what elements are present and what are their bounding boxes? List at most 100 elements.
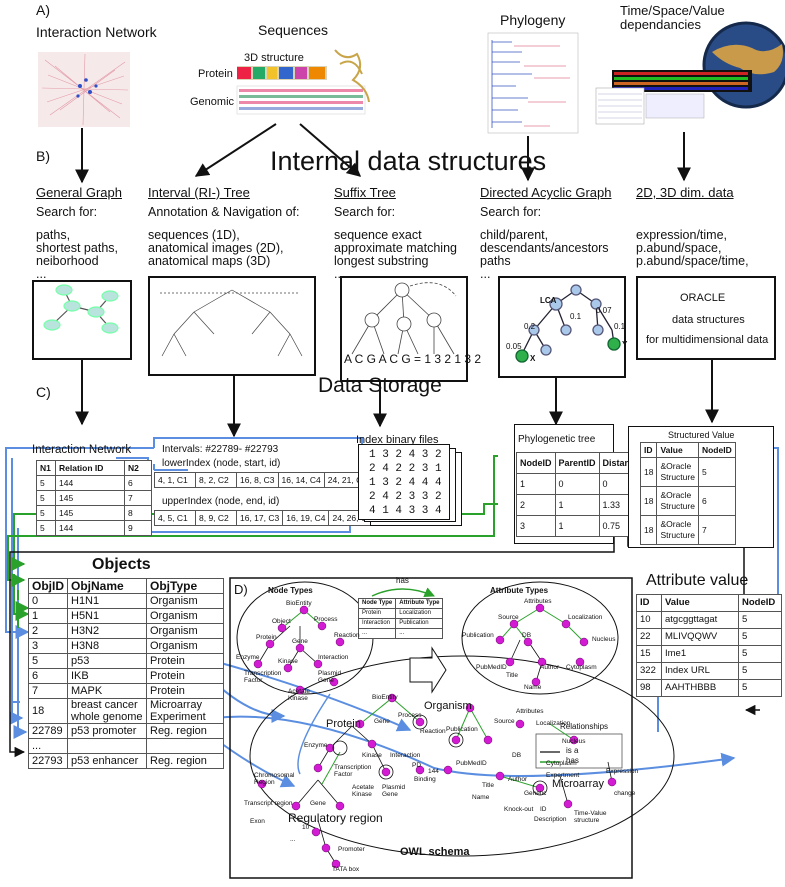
phylo-table-cell: 1 — [516, 473, 556, 495]
owl-main-kinase: Kinase — [362, 752, 382, 759]
owl-nt-process: Process — [314, 616, 338, 623]
dag-w2: 0.07 — [596, 306, 612, 315]
owl-main-binding: Binding — [414, 776, 436, 783]
owl-at-publication: Publication — [462, 632, 494, 639]
upper-index-cell: 4, 5, C1 — [154, 510, 196, 526]
suffix-tree-box — [340, 276, 468, 382]
objects-table-cell: Organism — [146, 608, 224, 624]
data-storage-title: Data Storage — [318, 374, 442, 397]
structured-title: Structured Value — [668, 430, 735, 440]
owl-at-attributes: Attributes — [524, 598, 552, 605]
attribute-types-title: Attribute Types — [490, 586, 549, 595]
col1-sub: Annotation & Navigation of: — [148, 205, 300, 219]
owl-main-time-value-structure: Time-Value structure — [574, 810, 607, 825]
objects-table-cell: p53 promoter — [67, 723, 147, 739]
objects-table-cell: 0 — [28, 593, 68, 609]
phylo-table-cell: 2 — [516, 494, 556, 516]
structured-table-cell: 18 — [639, 515, 658, 545]
col1-items: sequences (1D), anatomical images (2D), … — [148, 228, 284, 281]
owl-main-acetate-kinase: Acetate Kinase — [352, 784, 375, 799]
objects-table-cell — [67, 738, 147, 754]
objects-table-cell: IKB — [67, 668, 147, 684]
dag-w1: 0.1 — [570, 312, 582, 321]
interaction-table-cell: 5 — [36, 505, 56, 521]
objects-table-cell: Organism — [146, 623, 224, 639]
owl-main-knock-out: Knock-out — [504, 806, 534, 813]
oracle-line1: ORACLE — [680, 292, 726, 304]
sequences-thumbnail — [236, 49, 370, 115]
lower-index-cell: 16, 8, C3 — [236, 472, 279, 488]
owl-main-description: Description — [534, 816, 567, 823]
owl-main-ellipsis: ... — [290, 836, 296, 843]
structured-table-cell: 7 — [697, 515, 736, 545]
phylo-table-header-1: ParentID — [554, 452, 600, 474]
objects-table-header-0: ObjID — [28, 578, 68, 594]
interaction-table-cell: 6 — [124, 475, 152, 491]
objects-table-cell: 7 — [28, 683, 68, 699]
owl-main-pubmedid: PubMedID — [456, 760, 487, 767]
owl-main-id: ID — [540, 806, 547, 813]
attr-value-table-cell: 5 — [738, 611, 782, 629]
phylo-table-cell: 0 — [554, 473, 600, 495]
tsv-label: Time/Space/Value dependancies — [620, 3, 725, 32]
interaction-table-cell: 145 — [55, 505, 125, 521]
owl-nt-enzyme: Enzyme — [236, 654, 260, 661]
objects-table-cell: 2 — [28, 623, 68, 639]
col1-header: Interval (RI-) Tree — [148, 185, 250, 200]
oracle-box — [636, 276, 776, 360]
owl-frame — [229, 577, 633, 879]
genomic-label: Genomic — [190, 96, 235, 108]
interaction-table-header-2: N2 — [124, 460, 152, 476]
owl-main-transcription-factor: Transcription Factor — [334, 764, 372, 779]
interaction-network-label: Interaction Network — [36, 24, 157, 40]
attr-value-table-cell: 15 — [636, 645, 662, 663]
owl-main-transcript-region: Transcript region — [244, 800, 293, 807]
oracle-line2: data structures — [672, 314, 745, 326]
attr-value-table-cell: 22 — [636, 628, 662, 646]
structured-table-header-2: NodeID — [697, 442, 736, 458]
node-attr-type-table-cell: ... — [395, 628, 444, 639]
node-attr-type-table-header-0: Node Type — [357, 598, 397, 609]
owl-main-10: 10 — [302, 824, 310, 831]
structured-table-header-0: ID — [639, 442, 658, 458]
owl-main-ellipse — [249, 655, 675, 857]
node-attr-type-table-cell: Interaction — [357, 618, 397, 629]
rel-is-a: is a — [566, 746, 579, 755]
attr-value-table-cell: AAHTHBBB — [661, 679, 739, 697]
node-types-title: Node Types — [268, 586, 313, 595]
objects-table-cell: 18 — [28, 698, 68, 724]
node-attr-type-table-cell: Protein — [357, 608, 397, 619]
protein-label: Protein — [198, 68, 233, 80]
objects-table-cell: 3 — [28, 638, 68, 654]
interaction-table-cell: 144 — [55, 520, 125, 536]
index-file-front: 1 3 2 4 3 2 2 4 2 2 3 1 1 3 2 4 4 4 2 4 … — [358, 444, 450, 520]
objects-table-cell: breast cancer whole genome — [67, 698, 147, 724]
phylo-table-cell: 1 — [554, 515, 600, 537]
attr-value-table-cell: 5 — [738, 628, 782, 646]
owl-at-db: DB — [522, 632, 532, 639]
attr-value-table-cell: 10 — [636, 611, 662, 629]
owl-at-cytoplasm: Cytoplasm — [566, 664, 597, 671]
interaction-table-cell: 7 — [124, 490, 152, 506]
3d-structure-label: 3D structure — [244, 52, 304, 64]
owl-main-regulatory-region: Regulatory region — [288, 811, 383, 825]
owl-main-144: 144 — [428, 768, 439, 775]
owl-main-promoter: Promoter — [338, 846, 365, 853]
objects-table-cell: ... — [28, 738, 68, 754]
owl-main-expertment: Expertment — [546, 772, 580, 779]
interaction-table-cell: 5 — [36, 475, 56, 491]
interaction-table-cell: 145 — [55, 490, 125, 506]
objects-table-cell: H3N2 — [67, 623, 147, 639]
col3-sub: Search for: — [480, 205, 542, 219]
interaction-table-header-1: Relation ID — [55, 460, 125, 476]
owl-main-interaction: Interaction — [390, 752, 421, 759]
